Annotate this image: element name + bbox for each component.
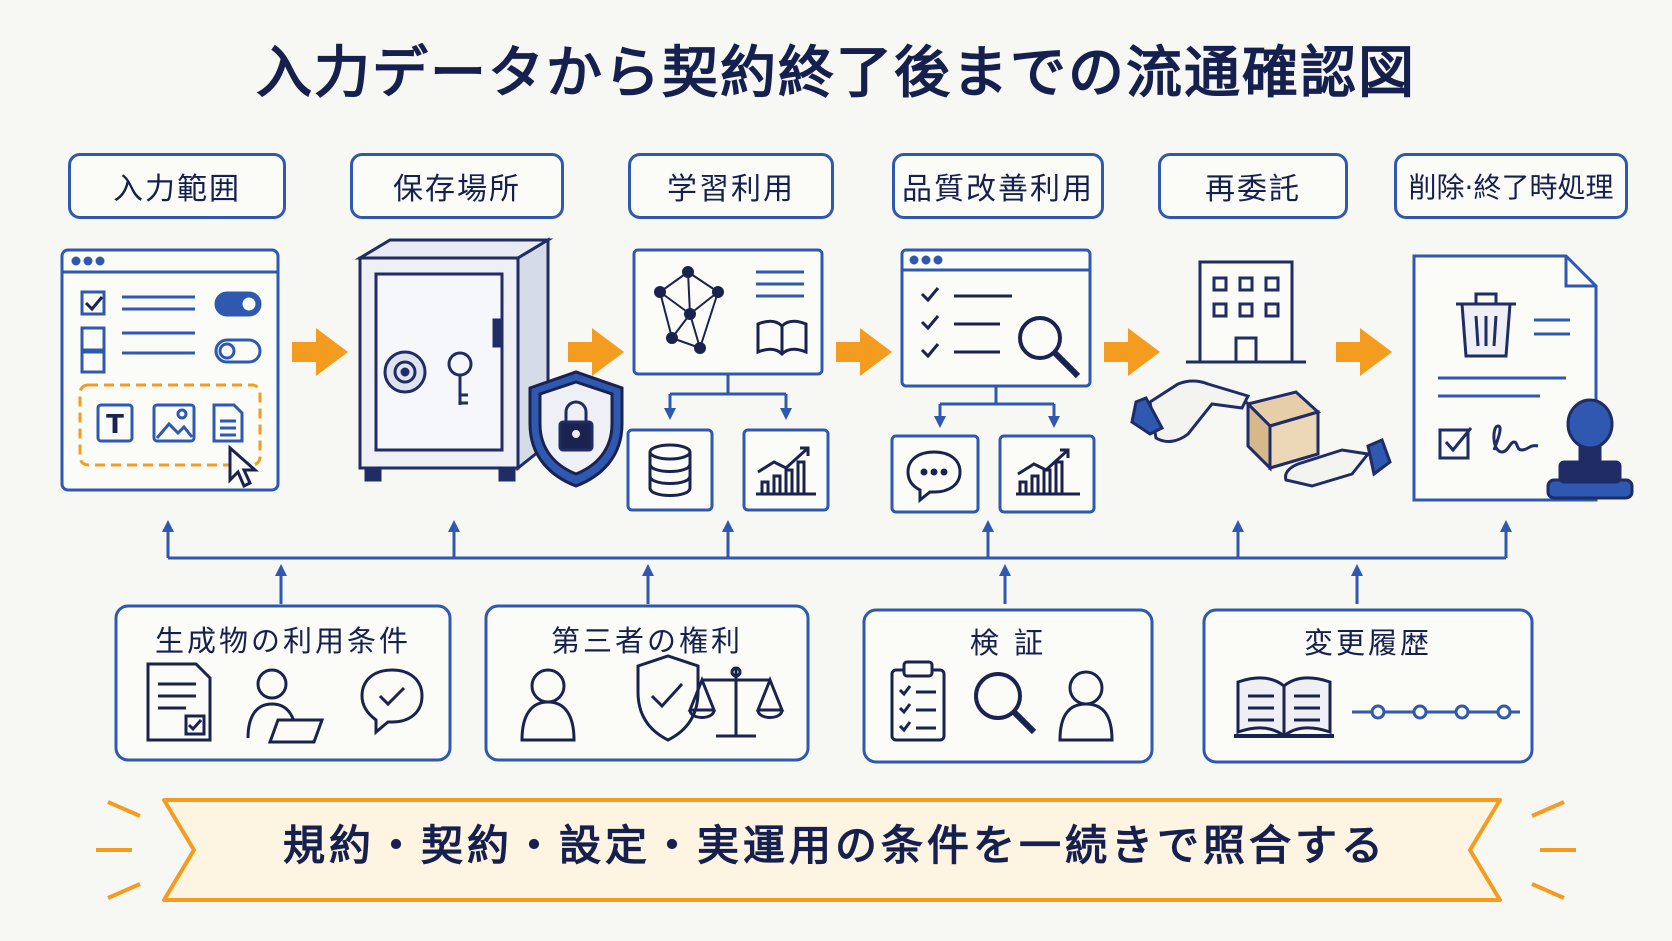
input-form-illustration: T — [60, 248, 280, 492]
quality-illustration — [890, 248, 1096, 514]
chat-bubble-icon — [906, 450, 962, 504]
growth-chart-icon — [1016, 448, 1080, 496]
condition-box-2 — [484, 604, 810, 762]
condition-title-third-party: 第三者の権利 — [550, 624, 743, 658]
banner-text: 規約・契約・設定・実運用の条件を一続きで照合する — [282, 821, 1387, 870]
emphasis-rays-left — [96, 800, 141, 900]
stage-label-quality: 品質改善利用 — [892, 153, 1104, 219]
learning-illustration — [626, 248, 830, 512]
emphasis-rays-right — [1531, 800, 1576, 900]
reviewer-icon — [1058, 670, 1114, 742]
database-icon — [648, 443, 692, 497]
condition-icons — [146, 654, 1520, 744]
text-file-icon — [96, 403, 134, 443]
handshake-box-icon — [1130, 379, 1392, 488]
condition-title-change-history: 変更履歴 — [1303, 626, 1432, 660]
person-icon — [520, 668, 576, 742]
condition-title-output-usage: 生成物の利用条件 — [154, 624, 411, 658]
summary-banner — [96, 798, 1576, 902]
history-book-icon — [1234, 676, 1334, 738]
condition-title-verification: 検 証 — [969, 626, 1047, 660]
neural-network-icon — [654, 266, 724, 354]
page-title: 入力データから契約終了後までの流通確認図 — [256, 41, 1416, 106]
scales-icon — [687, 666, 785, 738]
stage-label-input-scope: 入力範囲 — [68, 153, 286, 219]
building-icon — [1186, 260, 1306, 364]
stage-label-storage: 保存場所 — [350, 153, 564, 219]
user-laptop-icon — [246, 668, 325, 744]
checklist-icon — [920, 287, 1012, 359]
subcontract-illustration — [1130, 260, 1392, 488]
bar-chart-icon — [756, 446, 816, 496]
safe-illustration — [354, 237, 624, 488]
cursor-icon — [228, 444, 259, 489]
checkbox-signed-icon — [1438, 427, 1473, 460]
magnifier-icon — [1018, 316, 1081, 379]
flow-arrow-1 — [292, 328, 348, 376]
contract-document-icon — [146, 662, 212, 742]
checkbox-checked-icon — [80, 290, 106, 316]
letter-icon-text: T — [106, 410, 124, 440]
condition-connector-network — [162, 520, 1512, 604]
shield-lock-icon — [528, 370, 624, 488]
flow-arrow-2 — [568, 328, 624, 376]
trash-icon — [1456, 292, 1516, 358]
flow-arrows — [292, 328, 1392, 376]
flow-arrow-3 — [836, 328, 892, 376]
image-file-icon — [152, 403, 196, 443]
key-icon — [447, 351, 473, 405]
clipboard-icon — [890, 660, 946, 742]
check-bubble-icon — [360, 668, 424, 736]
stage-label-deletion: 削除·終了時処理 — [1394, 153, 1628, 219]
flow-arrow-5 — [1336, 328, 1392, 376]
dial-icon — [383, 350, 427, 394]
stage-label-subcontract: 再委託 — [1158, 153, 1348, 219]
toggle-off-icon — [214, 338, 262, 364]
checkbox-empty-icon — [80, 326, 106, 374]
search-icon — [974, 672, 1037, 735]
deletion-illustration — [1412, 254, 1634, 502]
document-file-icon — [212, 403, 244, 443]
signature-icon — [1492, 424, 1539, 454]
timeline-icon — [1352, 704, 1520, 720]
book-icon — [756, 319, 808, 357]
flow-arrow-4 — [1104, 328, 1160, 376]
toggle-on-icon — [214, 291, 262, 317]
stamp-icon — [1546, 398, 1634, 500]
condition-box-3 — [862, 608, 1154, 764]
stage-label-learning: 学習利用 — [628, 153, 834, 219]
